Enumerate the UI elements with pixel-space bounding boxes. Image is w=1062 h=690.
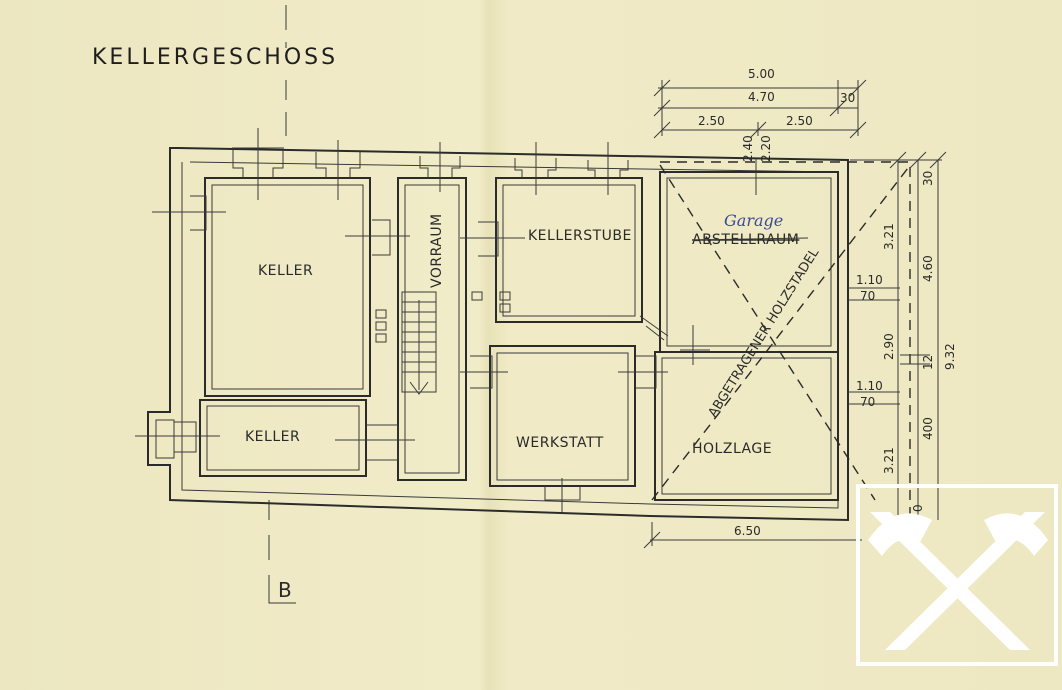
dim-top-left: 2.50	[698, 114, 725, 128]
top-dimensions	[653, 79, 867, 139]
dim-bottom-650: 6.50	[734, 524, 761, 538]
dim-right-12: 12	[921, 355, 935, 370]
section-line-b: B	[268, 5, 296, 604]
dim-right-70-b: 70	[860, 395, 875, 409]
plan-title: KELLERGESCHOSS	[92, 45, 338, 70]
dim-top-total: 5.00	[748, 67, 775, 81]
raiffeisen-logo-icon	[868, 512, 1048, 650]
staircase	[375, 291, 511, 395]
bottom-dimension	[643, 522, 862, 549]
dim-right-290: 2.90	[882, 333, 896, 360]
dim-right-321-top: 3.21	[882, 223, 896, 250]
room-label-holzstadel: ABGETRAGENER HOLZSTADEL	[706, 245, 823, 420]
room-label-keller-large: KELLER	[258, 263, 313, 279]
dim-right-321-bottom: 3.21	[882, 447, 896, 474]
outer-walls	[147, 147, 849, 522]
dim-right-30: 30	[921, 171, 935, 186]
room-walls	[199, 171, 839, 501]
room-label-kellerstube: KELLERSTUBE	[528, 228, 632, 244]
dim-right-0: 0	[911, 504, 925, 512]
dim-top-right: 2.50	[786, 114, 813, 128]
room-label-holzlage: HOLZLAGE	[692, 441, 772, 457]
dim-top-wall: 30	[840, 91, 855, 105]
dim-right-460: 4.60	[921, 255, 935, 282]
window-notches	[135, 128, 757, 512]
section-marker: B	[278, 578, 292, 602]
openings	[335, 219, 710, 461]
room-label-keller-small: KELLER	[245, 429, 300, 445]
abstellraum-strikethrough	[691, 237, 809, 241]
right-dimensions	[848, 151, 947, 520]
dim-220: 2.20	[759, 135, 773, 162]
dim-right-70-a: 70	[860, 289, 875, 303]
dim-right-110-a: 1.10	[856, 273, 883, 287]
dim-right-400: 400	[921, 417, 935, 440]
dim-right-total: 9.32	[943, 343, 957, 370]
dim-right-110-b: 1.10	[856, 379, 883, 393]
logo-badge	[856, 484, 1058, 666]
dim-240: 2.40	[741, 135, 755, 162]
removed-holzstadel-outline	[651, 161, 911, 520]
room-label-werkstatt: WERKSTATT	[516, 435, 604, 451]
room-label-garage-handwritten: Garage	[724, 211, 783, 230]
dim-top-inner: 4.70	[748, 90, 775, 104]
room-label-vorraum: VORRAUM	[429, 213, 445, 288]
room-label-abstellraum: ABSTELLRAUM	[692, 232, 799, 248]
